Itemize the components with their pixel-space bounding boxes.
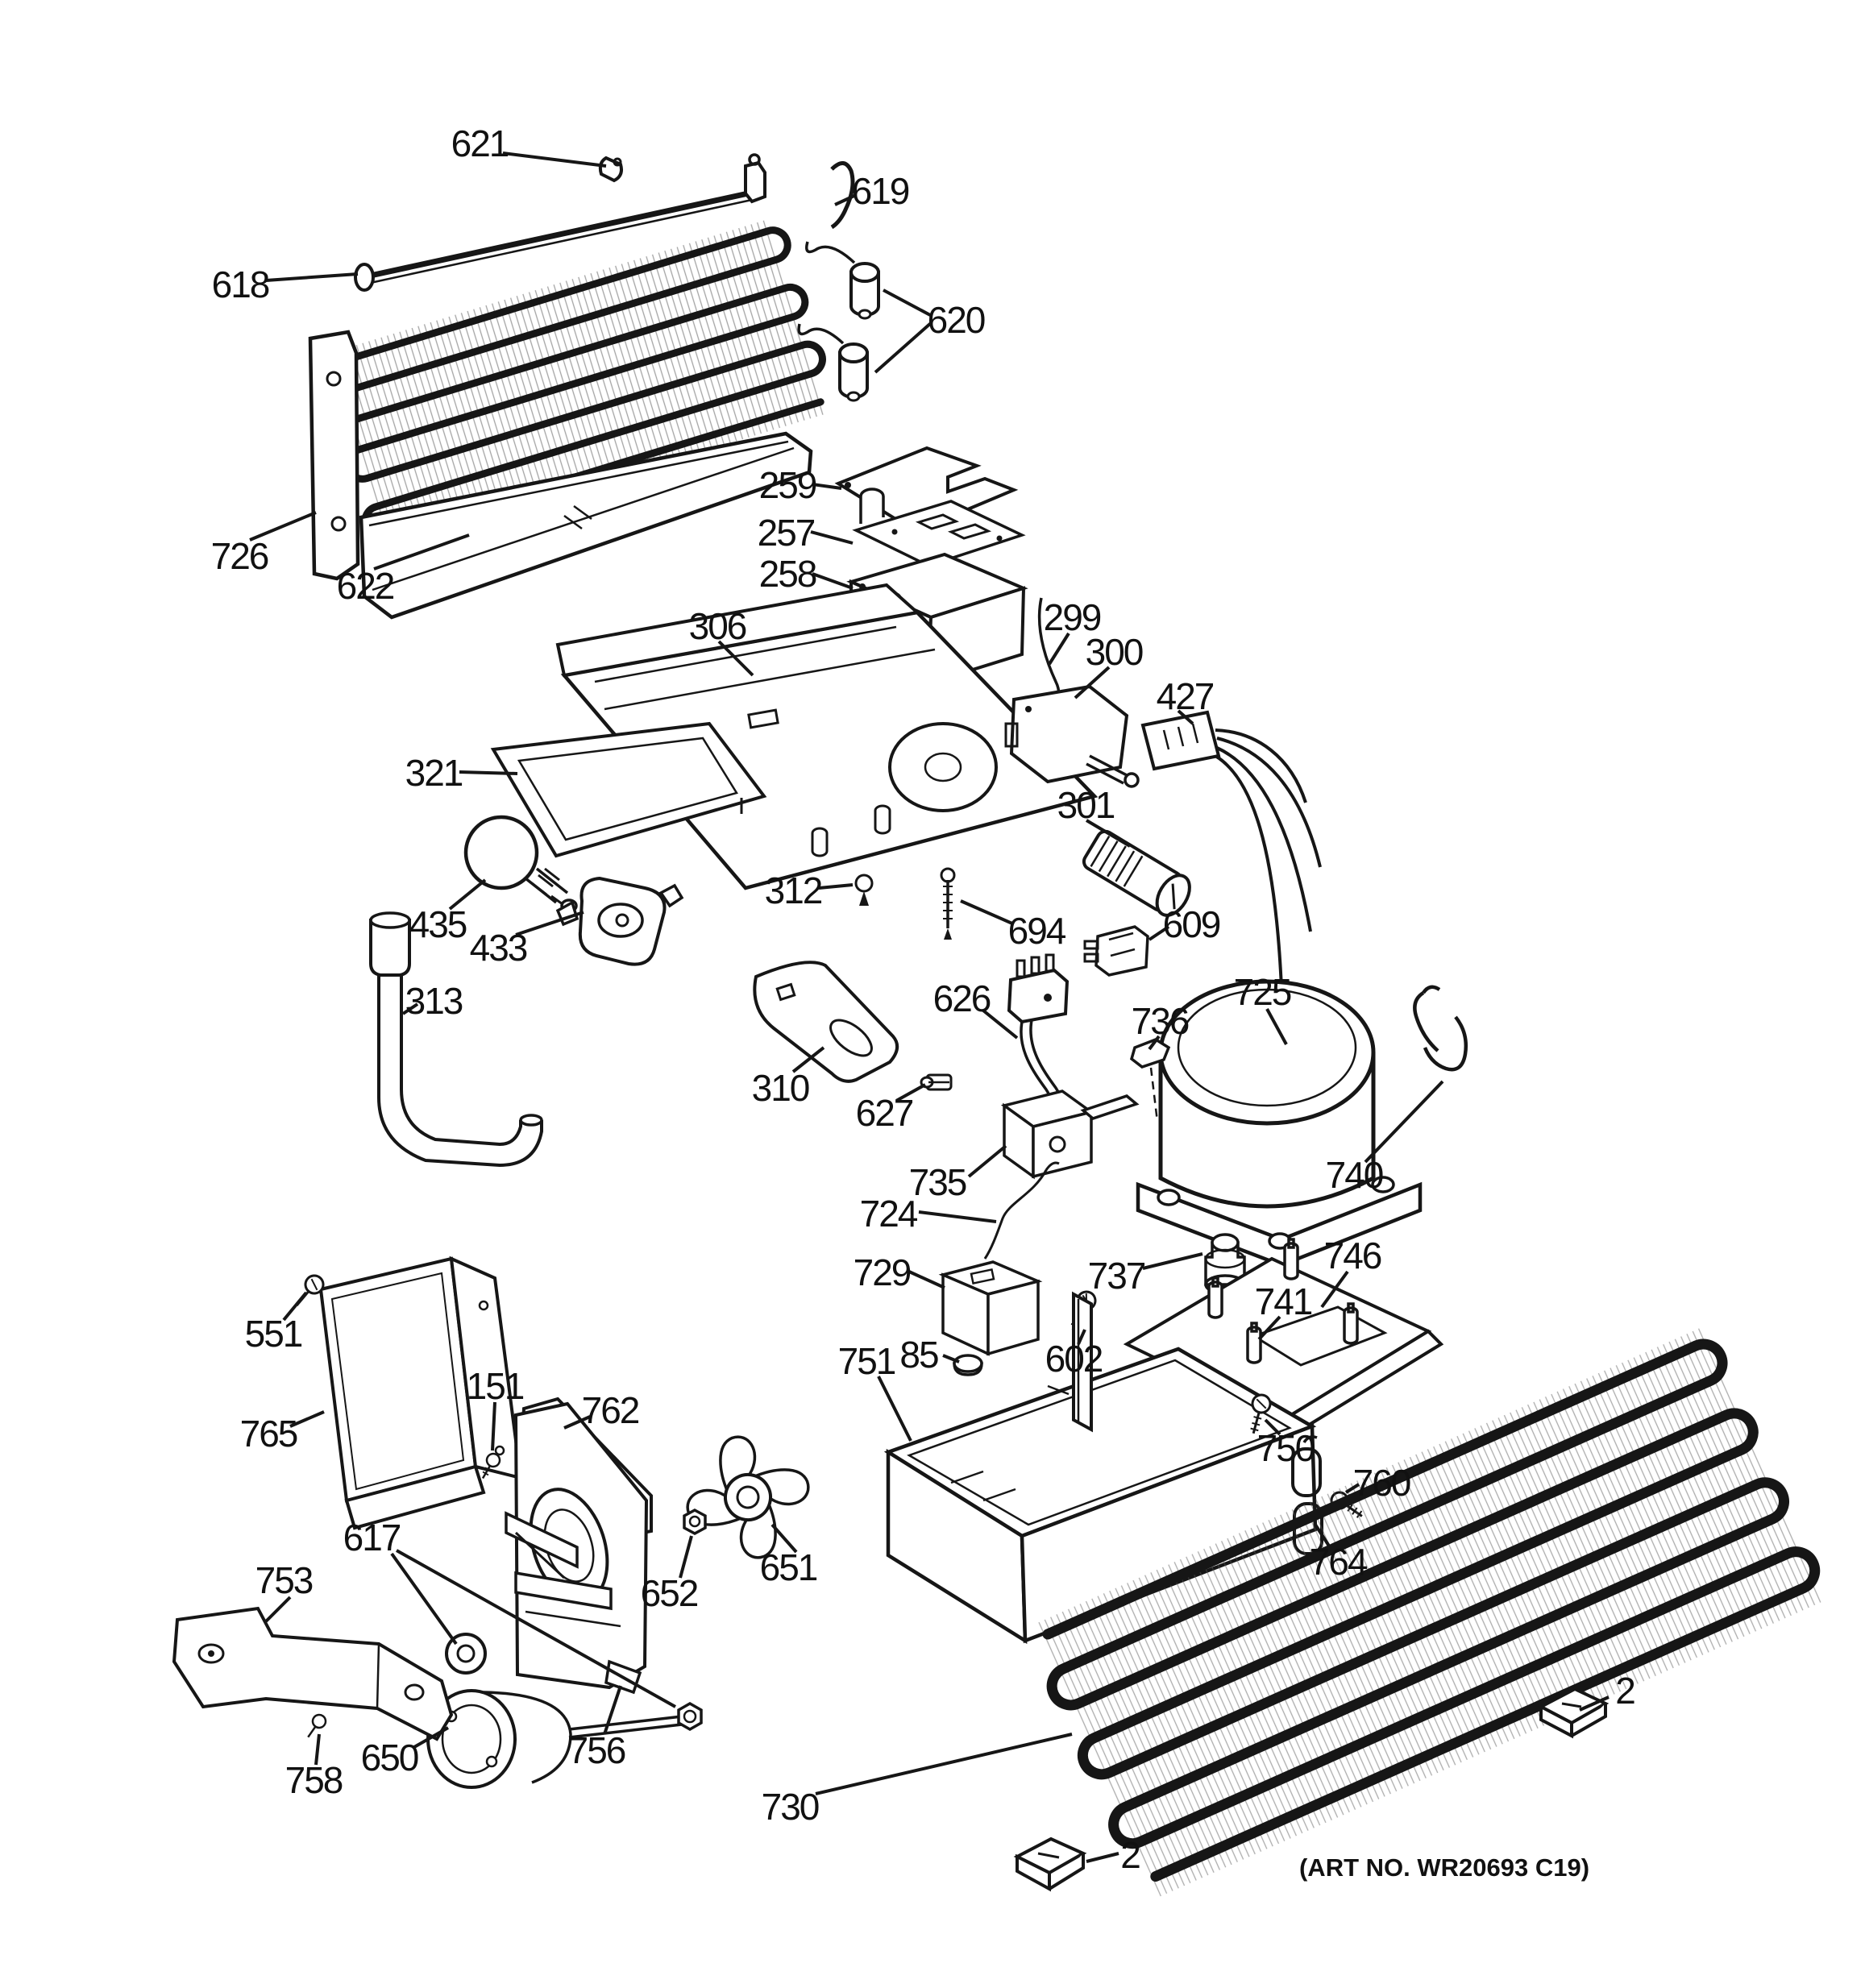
callout-765: 765: [240, 1413, 297, 1455]
callout-609: 609: [1163, 903, 1220, 945]
relay-cover: [938, 1260, 1043, 1356]
callout-310: 310: [752, 1067, 809, 1109]
fan-blade: [686, 1435, 810, 1559]
callout-551: 551: [245, 1313, 302, 1355]
callout-617: 617: [343, 1517, 401, 1558]
lamp-socket: [555, 876, 684, 966]
drain-tube: [369, 911, 543, 1168]
breather-screw: [940, 867, 956, 940]
callout-724: 724: [860, 1193, 918, 1235]
screw-758: [307, 1713, 327, 1738]
callout-619: 619: [852, 170, 909, 212]
tube-clip-627: [920, 1073, 953, 1091]
callout-306: 306: [689, 605, 746, 647]
callout-433: 433: [470, 927, 527, 969]
screw-750: [1250, 1393, 1272, 1434]
callout-741: 741: [1255, 1280, 1312, 1322]
drain-cap: [953, 1354, 983, 1376]
drain-trough: [359, 431, 813, 620]
drain-pan: [883, 1291, 1318, 1645]
rod-right-fitting: [744, 160, 766, 204]
callout-301: 301: [1057, 784, 1115, 826]
callout-758: 758: [285, 1759, 343, 1801]
rod-end-fitting: [354, 263, 375, 292]
run-capacitors: [797, 241, 880, 402]
callout-300: 300: [1086, 631, 1143, 673]
fill-cylinder: [1082, 829, 1191, 917]
compressor: [1136, 979, 1423, 1268]
callout-257: 257: [758, 512, 815, 554]
callout-626: 626: [933, 977, 991, 1019]
callout-299: 299: [1044, 596, 1101, 638]
mounting-stud: [1207, 1238, 1359, 1364]
callout-622: 622: [337, 565, 394, 607]
callout-750: 750: [1257, 1427, 1315, 1469]
callout-760: 760: [1353, 1462, 1410, 1504]
condenser-mounting-bracket: [308, 330, 360, 581]
callout-736: 736: [1132, 1000, 1189, 1042]
callout-627: 627: [856, 1092, 913, 1134]
evaporator-coil: [1036, 1327, 1822, 1898]
control-board: [852, 488, 1026, 567]
callout-85: 85: [899, 1334, 938, 1376]
tube-hook: [830, 161, 855, 230]
compressor-spring: [1413, 985, 1468, 1072]
callout-313: 313: [405, 980, 463, 1022]
relay-wire: [983, 1161, 1060, 1260]
screw-151: [481, 1452, 501, 1480]
art-number: (ART NO. WR20693 C19): [1299, 1853, 1589, 1882]
callout-751: 751: [838, 1340, 895, 1382]
foam-pad-right: [1537, 1687, 1610, 1739]
condenser-coil: [308, 218, 828, 581]
callout-620: 620: [928, 299, 985, 341]
callout-258: 258: [759, 553, 816, 595]
callout-650: 650: [361, 1737, 418, 1778]
callout-151: 151: [467, 1365, 524, 1407]
heater-plug: [1007, 953, 1070, 1125]
callout-652: 652: [641, 1572, 698, 1614]
terminal-block: [1083, 925, 1149, 977]
callout-740: 740: [1326, 1154, 1383, 1196]
foam-pad-bottom: [1013, 1837, 1087, 1892]
callout-618: 618: [212, 264, 269, 305]
motor-bracket: [172, 1606, 454, 1741]
screw-312: [854, 874, 874, 906]
callout-651: 651: [760, 1546, 817, 1588]
air-duct-blade: [753, 961, 899, 1083]
starter-relay: [1000, 1089, 1140, 1180]
callout-756: 756: [568, 1729, 625, 1771]
callout-737: 737: [1088, 1255, 1145, 1297]
callout-694: 694: [1008, 910, 1066, 952]
leader-lines: [249, 151, 1610, 1863]
condenser-support-rod: [354, 153, 855, 292]
callout-621: 621: [451, 122, 509, 164]
callout-735: 735: [909, 1161, 966, 1203]
wire-harness-connector: [1140, 710, 1322, 989]
callout-321: 321: [405, 752, 463, 794]
callout-2-right: 2: [1615, 1670, 1634, 1712]
fan-motor: [426, 1689, 683, 1789]
callout-259: 259: [759, 464, 816, 506]
callout-725: 725: [1234, 971, 1291, 1013]
callout-753: 753: [255, 1559, 313, 1601]
callout-729: 729: [854, 1251, 911, 1293]
callout-764: 764: [1310, 1541, 1368, 1583]
callout-435: 435: [409, 903, 467, 945]
callout-762: 762: [582, 1389, 639, 1431]
callout-312: 312: [765, 869, 822, 911]
callout-746: 746: [1324, 1235, 1381, 1276]
callout-2-bottom: 2: [1120, 1834, 1140, 1876]
fan-shroud: [505, 1401, 649, 1695]
callout-726: 726: [211, 535, 268, 577]
callout-730: 730: [762, 1786, 819, 1828]
rod-clip: [598, 156, 623, 183]
unit-cover: [555, 583, 1099, 890]
fan-nut: [683, 1509, 707, 1535]
callout-602: 602: [1045, 1338, 1103, 1380]
shaft-nut: [677, 1701, 703, 1732]
callout-427: 427: [1157, 675, 1214, 717]
